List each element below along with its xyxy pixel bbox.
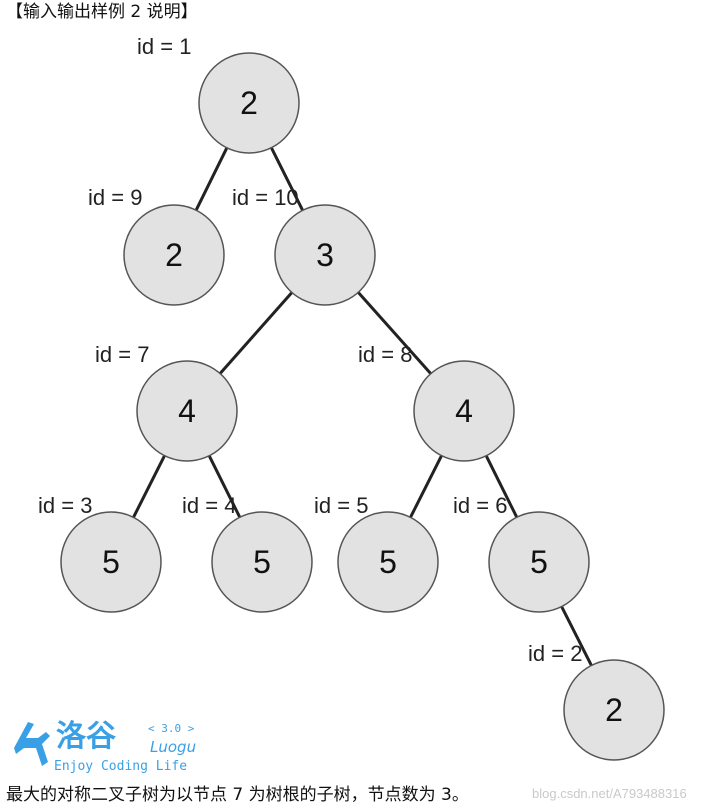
tree-node-n1 — [198, 52, 300, 154]
luogu-logo-mark — [14, 722, 50, 766]
tree-node-id-label-n5: id = 5 — [314, 493, 368, 518]
tree-edge-n8-n5 — [409, 454, 443, 519]
tree-edge-n7-n4 — [207, 455, 242, 518]
tree-node-n5 — [337, 511, 439, 613]
tree-edge-n1-n10 — [270, 147, 304, 211]
tree-node-value-n3: 5 — [102, 544, 120, 580]
tree-node-n6 — [488, 511, 590, 613]
tree-node-n7 — [136, 360, 238, 462]
tree-node-value-n2: 2 — [605, 692, 623, 728]
watermark: blog.csdn.net/A793488316 — [532, 786, 687, 801]
logo-latin: Luogu — [150, 738, 196, 756]
tree-edge-n8-n6 — [484, 455, 519, 518]
tree-node-id-label-n9: id = 9 — [88, 185, 142, 210]
tree-node-id-label-n4: id = 4 — [182, 493, 236, 518]
tree-edge-n10-n8 — [357, 291, 432, 375]
tree-node-n2 — [563, 659, 665, 761]
logo-name: 洛谷 — [56, 719, 116, 754]
tree-node-id-label-n7: id = 7 — [95, 342, 149, 367]
tree-id-labels: id = 1 id = 9 id = 10 id = 7 id = 8 id = 3 id … — [38, 34, 582, 666]
tree-node-value-n6: 5 — [530, 544, 548, 580]
tree-node-value-n9: 2 — [165, 237, 183, 273]
tree-node-n4 — [211, 511, 313, 613]
heading: 【输入输出样例 2 说明】 — [6, 2, 198, 22]
tree-node-id-label-n10: id = 10 — [232, 185, 299, 210]
caption: 最大的对称二叉子树为以节点 7 为树根的子树，节点数为 3。 — [6, 785, 469, 805]
tree-node-id-label-n1: id = 1 — [137, 34, 191, 59]
logo-version: < 3.0 > — [148, 722, 195, 735]
tree-edges — [132, 147, 593, 667]
tree-node-n10 — [274, 204, 376, 306]
tree-nodes: 2 2 3 4 4 5 5 5 5 2 — [60, 52, 665, 761]
tree-edge-n6-n2 — [560, 605, 593, 667]
tree-node-id-label-n2: id = 2 — [528, 641, 582, 666]
tree-edge-n7-n3 — [132, 454, 166, 519]
tree-node-id-label-n3: id = 3 — [38, 493, 92, 518]
tree-node-value-n1: 2 — [240, 85, 258, 121]
tree-node-value-n7: 4 — [178, 393, 196, 429]
tree-edge-n10-n7 — [219, 291, 293, 375]
tree-node-value-n10: 3 — [316, 237, 334, 273]
tree-node-n3 — [60, 511, 162, 613]
logo-slogan: Enjoy Coding Life — [54, 759, 187, 774]
tree-node-value-n4: 5 — [253, 544, 271, 580]
tree-node-value-n8: 4 — [455, 393, 473, 429]
tree-node-id-label-n6: id = 6 — [453, 493, 507, 518]
tree-node-n9 — [123, 204, 225, 306]
tree-node-value-n5: 5 — [379, 544, 397, 580]
tree-node-id-label-n8: id = 8 — [358, 342, 412, 367]
luogu-logo: 洛谷 < 3.0 > Luogu Enjoy Coding Life — [14, 719, 196, 774]
tree-edge-n1-n9 — [194, 147, 229, 211]
tree-node-n8 — [413, 360, 515, 462]
